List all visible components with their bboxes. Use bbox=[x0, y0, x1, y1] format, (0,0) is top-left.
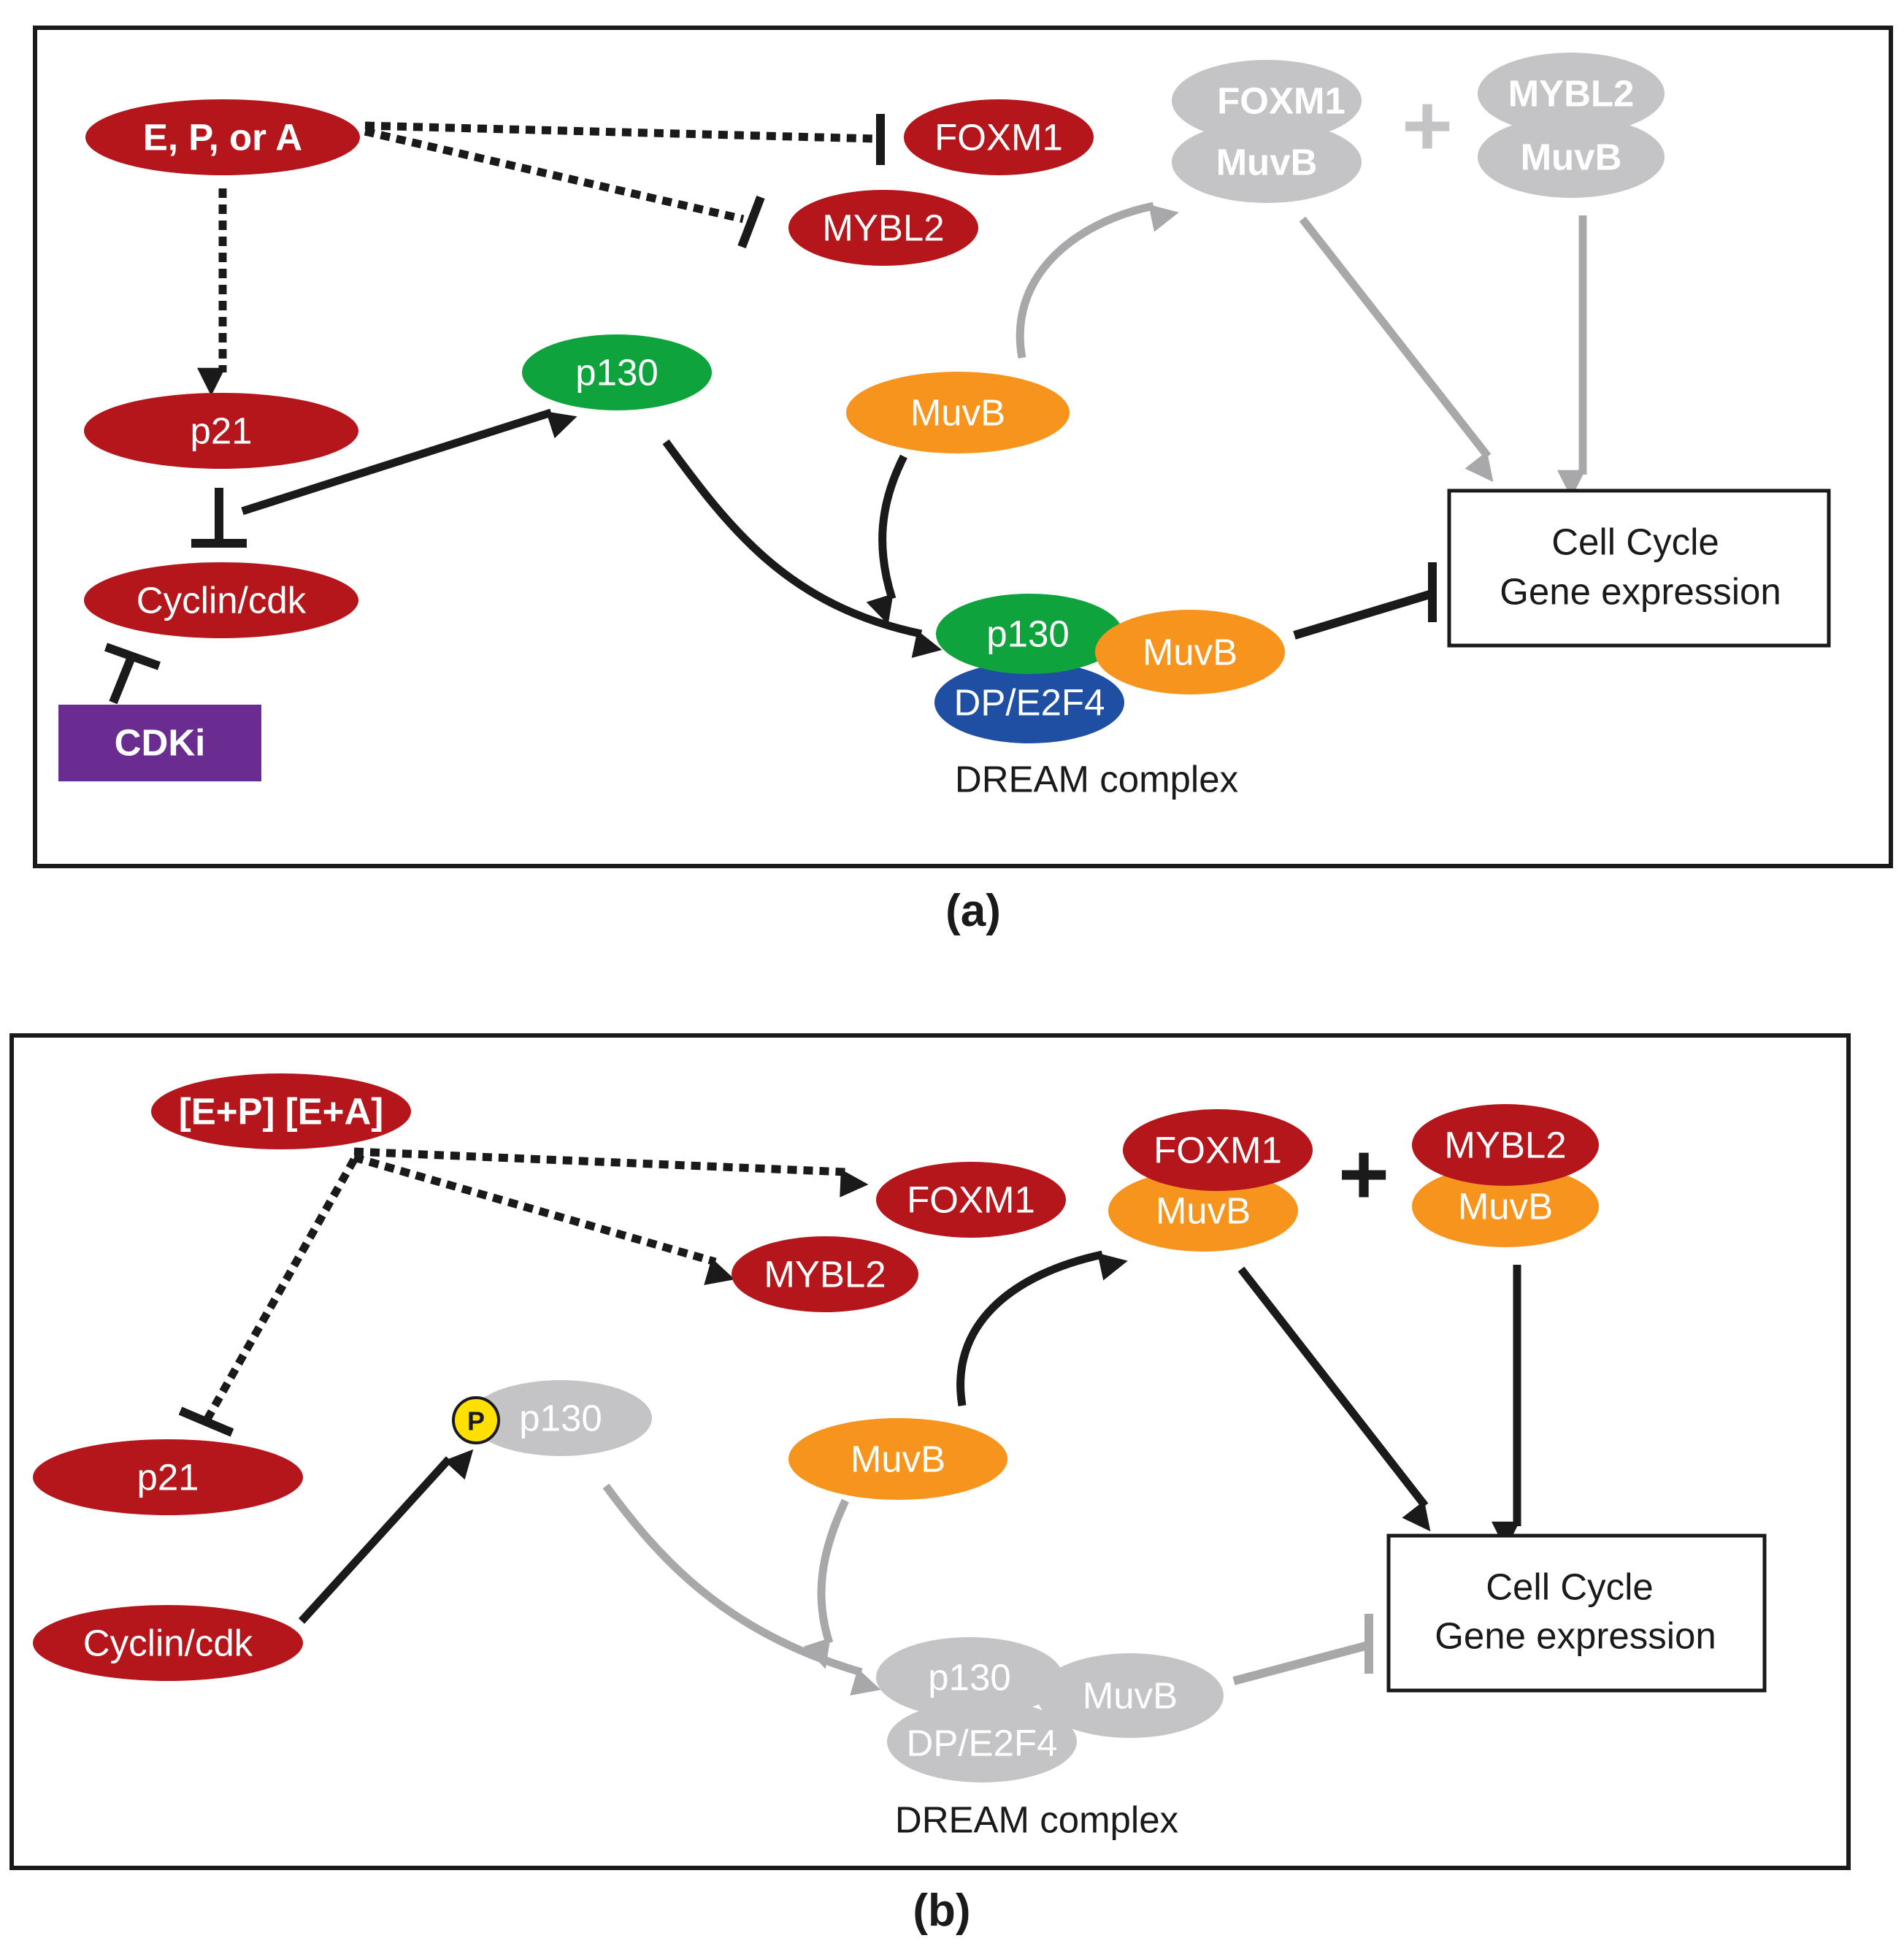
panel-b: [E+P] [E+A] FOXM1 MYBL2 p21 Cyclin/cdk p… bbox=[9, 1033, 1851, 1870]
panel-a: E, P, or A FOXM1 MYBL2 p21 Cyclin/cdk CD… bbox=[33, 26, 1893, 868]
plus-sign-a: + bbox=[1402, 77, 1453, 175]
svg-text:MuvB: MuvB bbox=[1143, 632, 1237, 673]
node-mybl2-muvb-complex: MYBL2 MuvB bbox=[1412, 1104, 1599, 1247]
node-epa: [E+P] [E+A] bbox=[151, 1073, 411, 1149]
svg-text:MYBL2: MYBL2 bbox=[764, 1254, 886, 1295]
node-mybl2: MYBL2 bbox=[732, 1236, 918, 1312]
node-p21: p21 bbox=[33, 1439, 303, 1515]
node-p21: p21 bbox=[84, 393, 358, 469]
svg-text:p130: p130 bbox=[575, 352, 658, 394]
edge-foxm1-complex-to-target bbox=[1237, 1266, 1431, 1532]
edge-epa-inhibits-p21 bbox=[203, 1157, 358, 1422]
node-dream-complex: p130 MuvB DP/E2F4 bbox=[876, 1637, 1224, 1782]
svg-text:Cyclin/cdk: Cyclin/cdk bbox=[83, 1623, 253, 1664]
panel-a-label: (a) bbox=[945, 886, 1001, 936]
edge-dream-inhibits-target bbox=[1293, 589, 1436, 640]
svg-text:DP/E2F4: DP/E2F4 bbox=[907, 1723, 1058, 1764]
node-foxm1: FOXM1 bbox=[904, 99, 1094, 175]
svg-text:Gene expression: Gene expression bbox=[1500, 571, 1781, 613]
edge-muvb-to-foxm1-complex bbox=[1016, 202, 1179, 359]
edge-to-p130 bbox=[241, 408, 577, 516]
panel-a-frame bbox=[33, 26, 1893, 868]
target-cell-cycle-gene-expression: Cell Cycle Gene expression bbox=[1386, 1533, 1767, 1693]
svg-text:DP/E2F4: DP/E2F4 bbox=[954, 682, 1105, 724]
node-phospho-p130: p130 P bbox=[452, 1380, 652, 1456]
svg-text:MuvB: MuvB bbox=[851, 1439, 945, 1480]
svg-text:MuvB: MuvB bbox=[1458, 1186, 1553, 1228]
svg-text:FOXM1: FOXM1 bbox=[907, 1179, 1035, 1221]
dream-caption-a: DREAM complex bbox=[955, 759, 1238, 800]
svg-text:p130: p130 bbox=[986, 613, 1069, 655]
svg-text:MuvB: MuvB bbox=[1083, 1675, 1178, 1717]
node-dream-complex: p130 MuvB DP/E2F4 bbox=[934, 594, 1285, 743]
svg-text:MuvB: MuvB bbox=[1521, 137, 1622, 178]
svg-text:MYBL2: MYBL2 bbox=[1444, 1125, 1566, 1166]
edge-muvb-to-dream bbox=[866, 454, 907, 625]
svg-text:FOXM1: FOXM1 bbox=[1217, 80, 1346, 122]
node-foxm1: FOXM1 bbox=[876, 1162, 1066, 1238]
node-epa: E, P, or A bbox=[85, 99, 360, 175]
panel-b-label: (b) bbox=[913, 1885, 970, 1936]
node-mybl2: MYBL2 bbox=[788, 190, 978, 266]
svg-text:E, P, or A: E, P, or A bbox=[143, 117, 302, 158]
svg-text:Cell Cycle: Cell Cycle bbox=[1486, 1566, 1654, 1608]
edge-epa-activates-foxm1 bbox=[353, 1147, 869, 1198]
tbar-cdki bbox=[104, 643, 161, 670]
svg-text:Cell Cycle: Cell Cycle bbox=[1551, 521, 1719, 563]
svg-text:MuvB: MuvB bbox=[1216, 142, 1318, 183]
edge-cdki-inhibits-cyclin bbox=[109, 655, 136, 705]
svg-text:[E+P] [E+A]: [E+P] [E+A] bbox=[179, 1091, 384, 1133]
edge-cyclin-to-p130 bbox=[298, 1449, 474, 1624]
edge-epa-inhibits-mybl2 bbox=[364, 127, 745, 223]
edge-epa-activates-mybl2 bbox=[353, 1153, 735, 1285]
svg-text:MuvB: MuvB bbox=[1156, 1190, 1251, 1232]
svg-text:MuvB: MuvB bbox=[910, 392, 1005, 434]
node-cyclin-cdk: Cyclin/cdk bbox=[84, 562, 358, 638]
svg-text:MYBL2: MYBL2 bbox=[1508, 73, 1635, 115]
plus-sign-b: + bbox=[1338, 1125, 1389, 1223]
node-mybl2-muvb-complex: MYBL2 MuvB bbox=[1478, 53, 1665, 198]
edge-dream-inhibits-target bbox=[1232, 1640, 1373, 1685]
svg-text:p130: p130 bbox=[519, 1398, 602, 1439]
node-foxm1-muvb-complex: FOXM1 MuvB bbox=[1172, 60, 1362, 203]
edge-foxm1-complex-to-target bbox=[1299, 216, 1494, 483]
svg-text:p21: p21 bbox=[190, 410, 252, 452]
node-p130: p130 bbox=[522, 334, 712, 410]
node-muvb: MuvB bbox=[846, 372, 1070, 453]
svg-text:Gene expression: Gene expression bbox=[1435, 1615, 1716, 1657]
edge-epa-inhibits-foxm1 bbox=[364, 121, 877, 143]
svg-text:MYBL2: MYBL2 bbox=[822, 207, 944, 249]
svg-text:p130: p130 bbox=[928, 1657, 1010, 1699]
edge-muvb-to-dream bbox=[803, 1498, 849, 1669]
node-cyclin-cdk: Cyclin/cdk bbox=[33, 1605, 303, 1681]
svg-text:CDKi: CDKi bbox=[115, 722, 206, 764]
dream-caption-b: DREAM complex bbox=[895, 1799, 1178, 1841]
svg-text:P: P bbox=[467, 1406, 485, 1436]
svg-text:Cyclin/cdk: Cyclin/cdk bbox=[137, 580, 307, 621]
node-muvb: MuvB bbox=[788, 1418, 1007, 1500]
edge-muvb-to-foxm1-complex bbox=[956, 1250, 1128, 1406]
svg-text:p21: p21 bbox=[137, 1457, 199, 1498]
target-cell-cycle-gene-expression: Cell Cycle Gene expression bbox=[1447, 489, 1831, 648]
svg-text:FOXM1: FOXM1 bbox=[1153, 1130, 1282, 1171]
phosphate-icon bbox=[452, 1396, 500, 1444]
tbar-mybl2 bbox=[737, 195, 765, 249]
svg-text:FOXM1: FOXM1 bbox=[934, 117, 1063, 158]
node-cdki: CDKi bbox=[58, 705, 261, 781]
tbar-p21 bbox=[178, 1406, 234, 1437]
panel-b-frame bbox=[9, 1033, 1851, 1870]
node-foxm1-muvb-complex: FOXM1 MuvB bbox=[1108, 1109, 1313, 1252]
